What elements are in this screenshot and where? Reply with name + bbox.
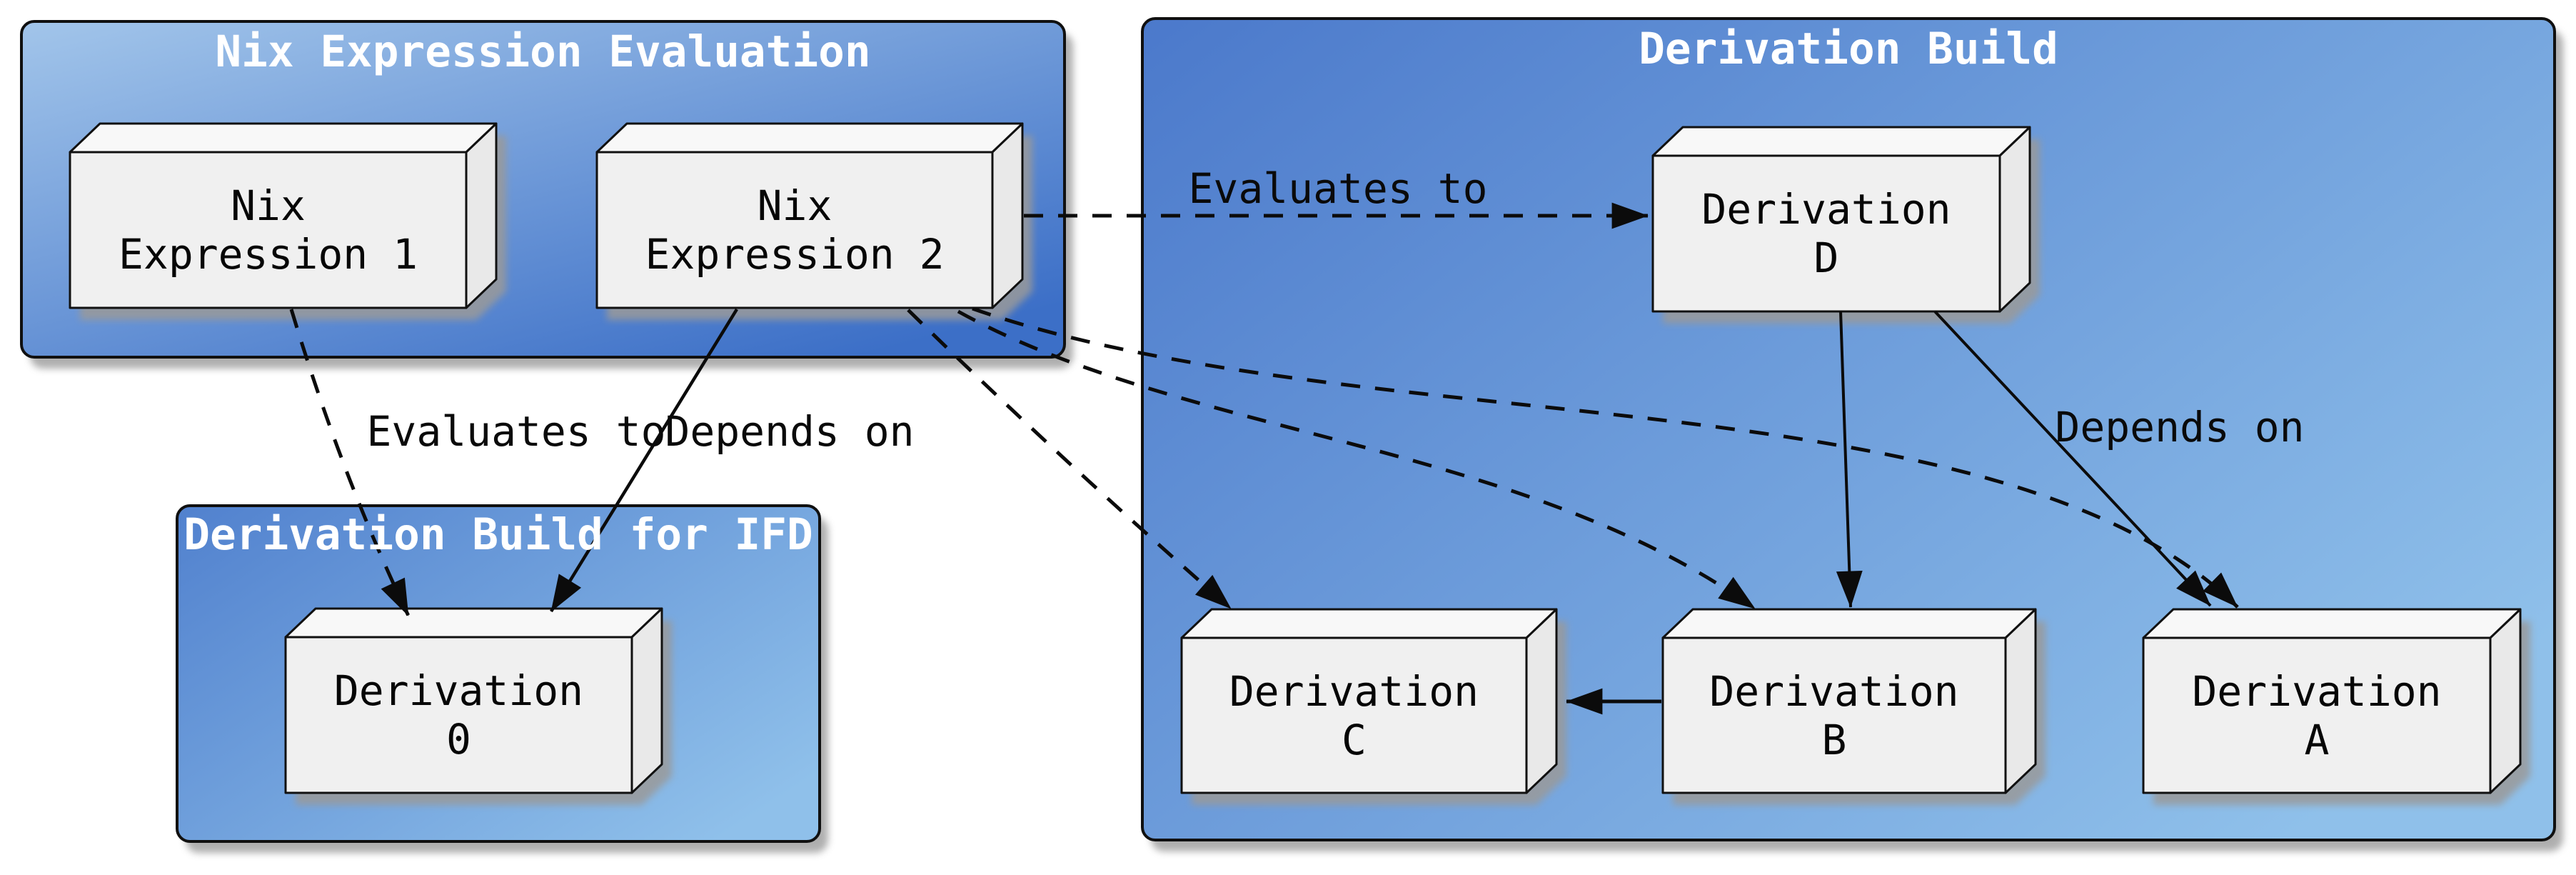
- node-top-face: [69, 122, 498, 154]
- edges: [289, 202, 2239, 715]
- edge-nix-expression-2-to-derivation-0-solid: [550, 308, 738, 613]
- node-label-line: Derivation: [1709, 666, 1959, 716]
- node-label-line: Expression 2: [645, 230, 945, 279]
- node-side-face: [2004, 608, 2037, 794]
- node-front-face: [69, 151, 468, 309]
- node-derivation-0: [284, 607, 663, 794]
- node-label-nix-expression-2: Nix Expression 2: [597, 152, 992, 308]
- node-side-face: [465, 122, 498, 309]
- edge-label-depends-on-right: Depends on: [2055, 403, 2305, 451]
- edge-nix-expression-2-to-derivation-a-dashed: [972, 306, 2239, 609]
- node-side-face: [991, 122, 1024, 309]
- node-derivation-c: [1180, 608, 1558, 794]
- node-derivation-a: [2142, 608, 2522, 794]
- node-front-face: [2142, 636, 2492, 794]
- node-nix-expression-2: [595, 122, 1024, 309]
- edge-label-depends-on-left: Depends on: [665, 407, 915, 456]
- node-top-face: [595, 122, 1024, 154]
- node-label-nix-expression-1: Nix Expression 1: [70, 152, 466, 308]
- container-title-derivation-build: Derivation Build: [1639, 24, 2058, 74]
- nodes: [69, 122, 2522, 794]
- node-front-face: [595, 151, 994, 309]
- node-side-face: [630, 607, 663, 794]
- node-label-line: C: [1342, 715, 1367, 764]
- node-label-line: D: [1813, 234, 1839, 282]
- node-label-line: Nix: [757, 181, 832, 230]
- node-label-line: Derivation: [1229, 666, 1479, 716]
- edge-derivation-d-to-derivation-a-solid: [1933, 310, 2212, 607]
- node-side-face: [1998, 126, 2031, 313]
- node-top-face: [1180, 608, 1558, 639]
- edge-nix-expression-1-to-derivation-0-dashed: [289, 309, 411, 617]
- node-label-line: A: [2304, 715, 2330, 764]
- node-label-line: 0: [446, 715, 471, 764]
- node-label-line: Derivation: [2192, 666, 2442, 716]
- edge-nix-expression-2-to-derivation-c-dashed: [907, 309, 1232, 610]
- node-label-line: Nix: [231, 181, 306, 230]
- node-nix-expression-1: [69, 122, 498, 309]
- node-side-face: [2489, 608, 2522, 794]
- node-label-derivation-c: Derivation C: [1182, 638, 1526, 793]
- edge-label-evaluates-to-right: Evaluates to: [1188, 164, 1488, 213]
- node-top-face: [1651, 126, 2031, 157]
- node-top-face: [284, 607, 663, 639]
- node-label-derivation-a: Derivation A: [2143, 638, 2490, 793]
- node-side-face: [1525, 608, 1558, 794]
- node-label-derivation-b: Derivation B: [1663, 638, 2006, 793]
- container-title-nix-expression-evaluation: Nix Expression Evaluation: [215, 26, 871, 77]
- node-label-line: Expression 1: [118, 230, 418, 279]
- edge-label-evaluates-to-left: Evaluates to: [366, 407, 666, 456]
- node-top-face: [1661, 608, 2037, 639]
- node-top-face: [2142, 608, 2522, 639]
- node-label-line: Derivation: [1701, 185, 1951, 234]
- node-front-face: [1180, 636, 1528, 794]
- edge-nix-expression-2-to-derivation-b-dashed: [957, 309, 1756, 611]
- node-label-derivation-0: Derivation 0: [286, 637, 632, 793]
- node-label-line: B: [1821, 715, 1847, 764]
- node-derivation-b: [1661, 608, 2037, 794]
- edge-derivation-d-to-derivation-b-solid: [1836, 311, 1863, 608]
- container-title-derivation-build-for-ifd: Derivation Build for IFD: [183, 509, 813, 560]
- node-label-line: Derivation: [333, 666, 584, 715]
- node-front-face: [284, 636, 633, 794]
- node-front-face: [1651, 154, 2001, 313]
- node-label-derivation-d: Derivation D: [1653, 156, 2000, 311]
- node-front-face: [1661, 636, 2007, 794]
- node-derivation-d: [1651, 126, 2031, 313]
